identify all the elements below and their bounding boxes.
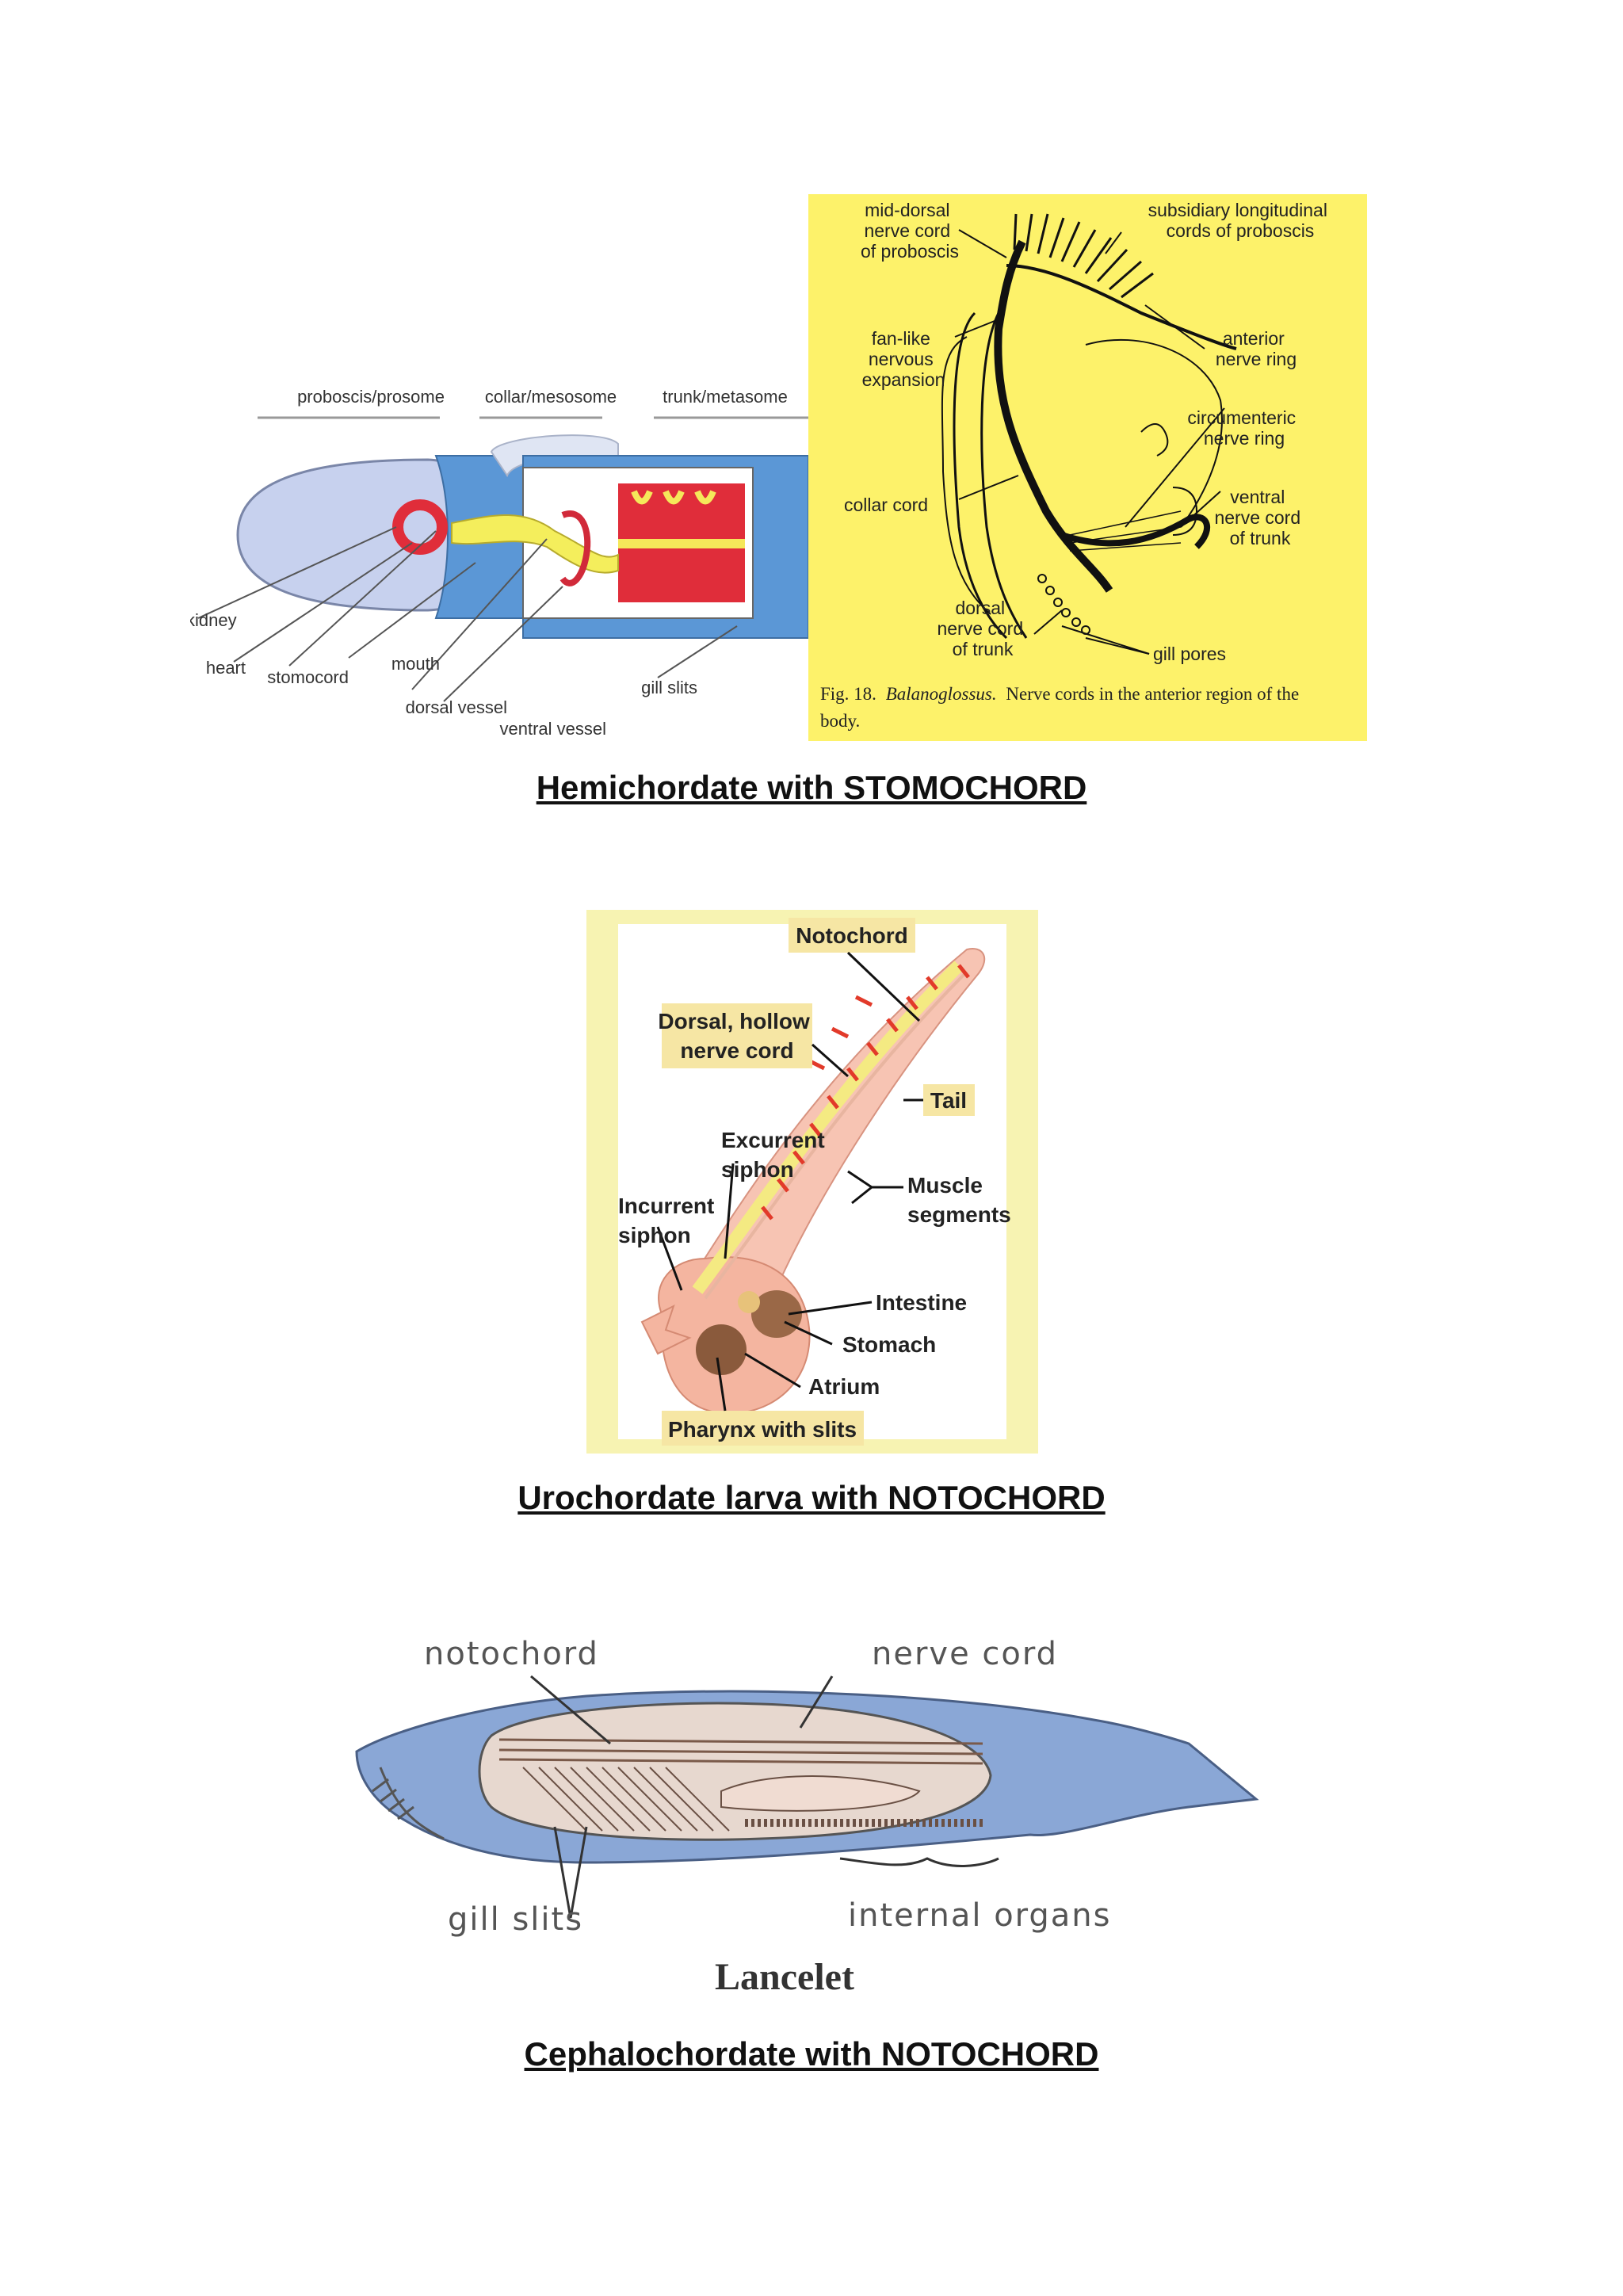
urochordate-diagram: Notochord Dorsal, hollow nerve cord Tail… [586,910,1038,1454]
svg-text:fan-like nervous expan: fan-like nervous expansion [862,328,945,390]
svg-text:Incurrent siphon: Incurrent siphon [618,1194,720,1247]
label-gill-pores: gill pores [1153,644,1226,664]
label-fan-like-1: fan-like [872,328,930,349]
label-pharynx: Pharynx with slits [668,1417,857,1442]
label-dorsal-cord-3: of trunk [953,639,1014,659]
label-heart: heart [206,658,246,678]
label-dorsal-cord-1: dorsal [955,598,1005,618]
svg-text:Excurrent siphon: Excurrent siphon [721,1128,831,1182]
cephalochordate-diagram: notochord nerve cord gill slits internal… [355,1636,1259,1998]
label-kidney: kidney [190,610,237,630]
caption-hemichordate: Hemichordate with STOMOCHORD [536,769,1087,806]
svg-text:dorsal nerve cord of t: dorsal nerve cord of trunk [937,598,1028,659]
header-collar: collar/mesosome [485,387,617,407]
label-ventral-cord-2: nerve cord [1214,507,1300,528]
label-internal-organs: internal organs [848,1897,1112,1934]
fig-caption-prefix: Fig. 18. [820,684,876,704]
fig-caption-line2: body. [820,711,860,731]
label-fan-like-3: expansion [862,369,945,390]
label-gill-slits: gill slits [641,678,697,697]
label-fan-like-2: nervous [869,349,934,369]
svg-text:mid-dorsal nerve cord: mid-dorsal nerve cord of proboscis [861,200,959,262]
svg-text:Dorsal, hollow nerve cord: Dorsal, hollow nerve cord [658,1009,815,1063]
heart-shape [392,499,448,555]
label-intestine: Intestine [876,1290,967,1315]
label-dorsal-cord-2: nerve cord [937,618,1023,639]
label-atrium: Atrium [808,1374,880,1399]
label-ventral-cord-3: of trunk [1230,528,1291,548]
label-tail: Tail [930,1088,967,1113]
label-excurrent-1: Excurrent [721,1128,825,1152]
label-dorsal-vessel: dorsal vessel [406,697,507,717]
label-notochord: notochord [424,1636,599,1672]
header-proboscis: proboscis/prosome [297,387,445,407]
label-excurrent-2: siphon [721,1157,794,1182]
label-ventral-cord-1: ventral [1230,487,1285,507]
label-collar-cord: collar cord [844,495,928,515]
label-dorsal-nerve-2: nerve cord [680,1038,793,1063]
label-anterior-ring-2: nerve ring [1216,349,1296,369]
label-nerve-cord: nerve cord [872,1636,1058,1672]
label-stomocord: stomocord [267,667,349,687]
svg-text:ventral nerve cord of: ventral nerve cord of trunk [1214,487,1305,548]
label-dorsal-nerve-1: Dorsal, hollow [658,1009,810,1033]
svg-text:Fig. 18. Balanoglossus.: Fig. 18. Balanoglossus. Nerve cords in t… [820,684,1299,704]
label-subsidiary-1: subsidiary longitudinal [1148,200,1327,220]
label-gill-slits: gill slits [448,1901,583,1938]
label-mouth: mouth [391,654,440,674]
label-circumenteric-1: circumenteric [1187,407,1296,428]
hemichordate-diagram: proboscis/prosome collar/mesosome trunk/… [190,387,808,739]
fig-caption-rest: Nerve cords in the anterior region of th… [1006,684,1299,704]
label-muscle-1: Muscle [907,1173,983,1198]
label-mid-dorsal-1: mid-dorsal [865,200,949,220]
fig-caption-genus: Balanoglossus. [886,684,997,704]
label-mid-dorsal-2: nerve cord [864,220,950,241]
caption-urochordate: Urochordate larva with NOTOCHORD [517,1479,1106,1516]
lancelet-title: Lancelet [715,1956,854,1998]
label-incurrent-2: siphon [618,1223,691,1247]
balanoglossus-diagram: mid-dorsal nerve cord of proboscis subsi… [808,194,1367,741]
svg-text:Muscle segments: Muscle segments [907,1173,1011,1227]
svg-text:anterior nerve ring: anterior nerve ring [1216,328,1296,369]
label-muscle-2: segments [907,1202,1011,1227]
caption-cephalochordate: Cephalochordate with NOTOCHORD [524,2035,1099,2073]
svg-text:subsidiary longitudinal co: subsidiary longitudinal cords of probosc… [1148,200,1333,241]
label-anterior-ring-1: anterior [1223,328,1285,349]
label-notochord: Notochord [796,923,908,948]
label-ventral-vessel: ventral vessel [499,719,606,739]
label-subsidiary-2: cords of proboscis [1167,220,1315,241]
svg-text:circumenteric nerve ring: circumenteric nerve ring [1187,407,1300,449]
label-mid-dorsal-3: of proboscis [861,241,959,262]
label-stomach: Stomach [842,1332,936,1357]
label-incurrent-1: Incurrent [618,1194,714,1218]
label-circumenteric-2: nerve ring [1204,428,1285,449]
header-trunk: trunk/metasome [663,387,788,407]
